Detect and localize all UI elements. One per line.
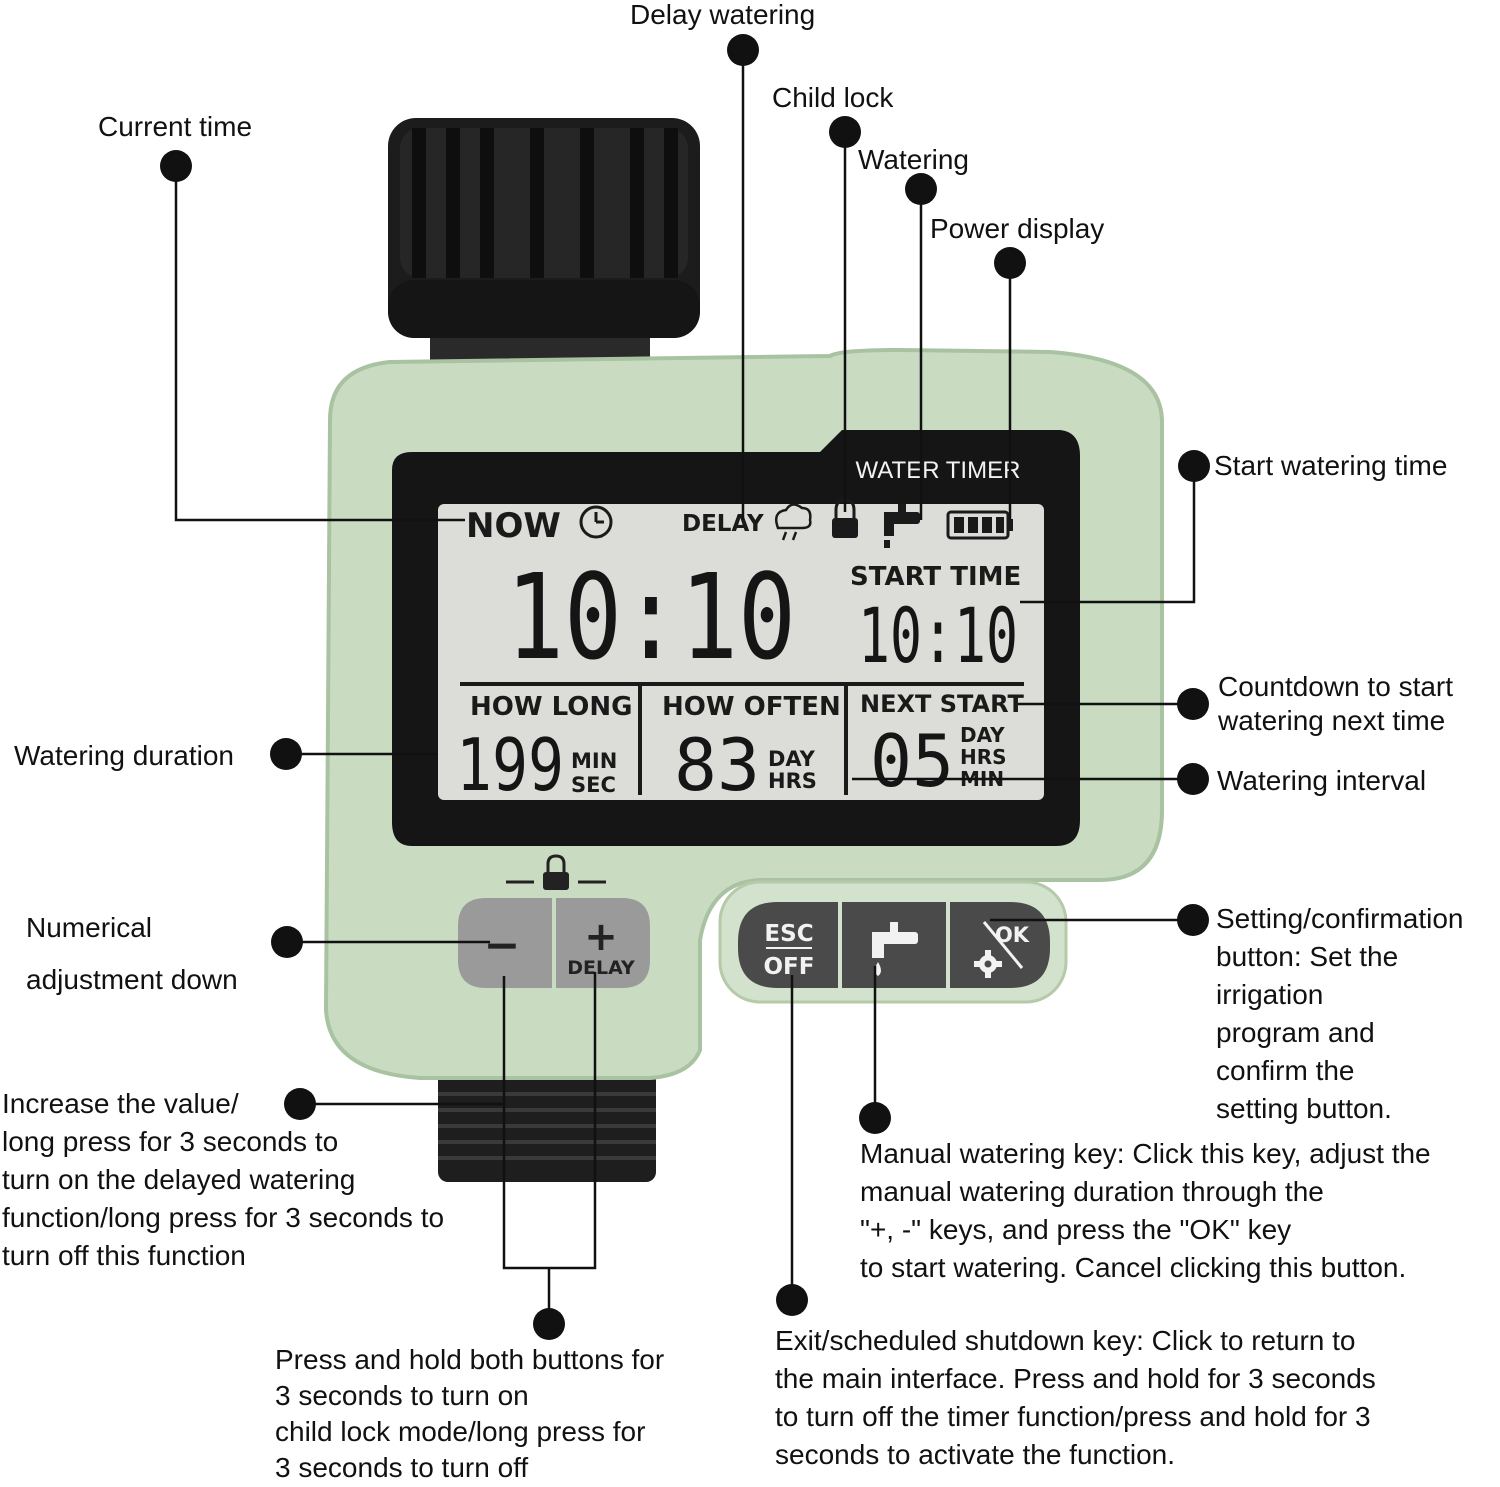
minus-button[interactable]: −	[458, 898, 552, 988]
faucet-drop-icon	[872, 922, 918, 976]
lcd-start-time: 10:10	[858, 591, 1018, 680]
esc-off-button[interactable]: ESC OFF	[738, 902, 838, 988]
callout-dots	[160, 34, 1210, 1340]
water-timer-device: WATER TIMER NOW DELAY	[323, 118, 1164, 1182]
label-numerical-down: Numerical adjustment down	[26, 912, 238, 995]
ok-label: OK	[995, 923, 1030, 947]
lcd-screen	[438, 504, 1044, 800]
faucet-icon	[884, 504, 920, 548]
label-watering-interval: Watering interval	[1217, 765, 1427, 796]
lcd-how-long-label: HOW LONG	[470, 692, 632, 722]
lcd-how-long-unit-1: MIN	[571, 749, 617, 773]
label-manual-watering: Manual watering key: Click this key, adj…	[860, 1138, 1431, 1283]
label-watering: Watering	[858, 144, 970, 175]
ok-setting-button[interactable]: OK	[950, 902, 1050, 988]
lcd-how-long-value: 199	[456, 723, 564, 807]
lcd-how-often-value: 83	[674, 723, 760, 807]
lcd-dividers	[460, 682, 1024, 795]
lcd-how-often-label: HOW OFTEN	[662, 692, 841, 722]
label-watering-duration: Watering duration	[14, 740, 234, 771]
esc-label: ESC	[764, 921, 813, 947]
faucet-connector	[388, 118, 700, 360]
minus-label: −	[484, 920, 521, 971]
label-delay-watering: Delay watering	[630, 0, 816, 30]
lcd-next-start-unit-2: HRS	[960, 745, 1007, 769]
lcd-start-time-label: START TIME	[850, 562, 1021, 592]
lcd-now: NOW	[466, 506, 561, 546]
cloud-rain-icon	[775, 503, 812, 541]
brand-label: WATER TIMER	[856, 457, 1021, 484]
delay-button-label: DELAY	[567, 957, 635, 979]
leader-lines	[174, 52, 1196, 1324]
label-exit-shutdown: Exit/scheduled shutdown key: Click to re…	[775, 1325, 1376, 1470]
label-press-hold-both: Press and hold both buttons for 3 second…	[275, 1344, 665, 1483]
label-power-display: Power display	[930, 213, 1105, 244]
lcd-current-time: 10:10	[506, 548, 796, 686]
plus-delay-button[interactable]: + DELAY	[556, 898, 650, 988]
label-increase-value: Increase the value/ long press for 3 sec…	[2, 1088, 445, 1271]
label-countdown: Countdown to start watering next time	[1218, 671, 1454, 736]
clock-icon	[579, 505, 613, 539]
lcd-how-long-unit-2: SEC	[571, 773, 616, 797]
lcd-next-start-unit-1: DAY	[960, 723, 1005, 747]
label-setting-confirmation: Setting/confirmation button: Set the irr…	[1216, 903, 1464, 1124]
manual-watering-button[interactable]	[842, 902, 946, 988]
battery-icon	[946, 510, 1013, 540]
lcd-how-often-unit-2: HRS	[768, 769, 817, 793]
label-start-watering-time: Start watering time	[1214, 450, 1448, 481]
child-lock-indicator	[506, 854, 606, 890]
lcd-how-often-unit-1: DAY	[768, 747, 816, 771]
lcd-next-start-value: 05	[870, 719, 954, 803]
label-current-time: Current time	[98, 111, 253, 142]
label-child-lock: Child lock	[772, 82, 894, 113]
plus-label: +	[584, 914, 618, 960]
lcd-next-start-label: NEXT START	[860, 690, 1024, 718]
off-label: OFF	[764, 954, 815, 980]
lcd-delay: DELAY	[682, 511, 764, 537]
